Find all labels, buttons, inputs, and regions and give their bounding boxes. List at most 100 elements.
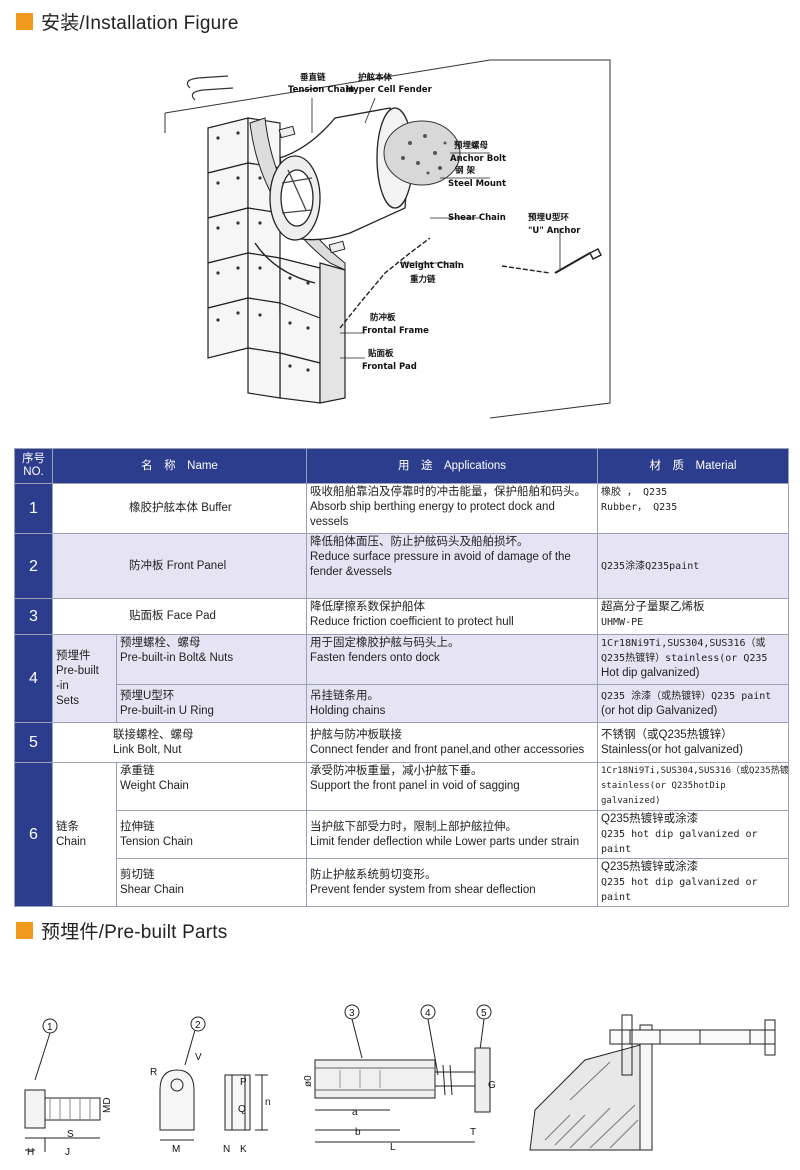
callout-frame-cn: 防冲板 xyxy=(370,312,396,323)
section-header-prebuilt: 预埋件/Pre-built Parts xyxy=(16,917,227,944)
row-app: 用于固定橡胶护舷与码头上。Fasten fenders onto dock xyxy=(306,634,598,685)
svg-text:Hyper Cell Fender: Hyper Cell Fender xyxy=(346,85,433,95)
dim-j: J xyxy=(65,1147,70,1158)
svg-text:Tension Chain: Tension Chain xyxy=(288,85,354,95)
header-app: 用 途 Applications xyxy=(306,448,598,484)
row-no: 1 xyxy=(14,483,53,534)
prebuilt-parts-drawings: 1 H J S MD 2 R V M N Q P n K 3 4 5 ø0 a … xyxy=(24,1004,776,1158)
row-no: 6 xyxy=(14,762,53,907)
row-app: 防止护舷系统剪切变形。Prevent fender system from sh… xyxy=(306,858,598,907)
row-app: 降低船体面压、防止护舷码头及船舶损坏。Reduce surface pressu… xyxy=(306,533,598,599)
steel-mount xyxy=(383,120,461,186)
callout-tension-en: Tension Chain xyxy=(288,85,354,95)
part-num-1: 1 xyxy=(47,1022,53,1033)
dock-wall xyxy=(164,59,611,419)
svg-text:Shear Chain: Shear Chain xyxy=(448,213,506,223)
orange-square-icon xyxy=(16,922,33,939)
dim-r: R xyxy=(150,1067,157,1078)
callout-u-cn: 预埋U型环 xyxy=(528,212,569,223)
callout-mount-en: Steel Mount xyxy=(448,179,506,189)
svg-text:Frontal Frame: Frontal Frame xyxy=(362,326,429,336)
part-num-2: 2 xyxy=(195,1020,201,1031)
plate-small-2 xyxy=(278,125,296,139)
u-anchor-top xyxy=(186,75,234,101)
part-num-3: 3 xyxy=(349,1008,355,1019)
callout-frame-en: Frontal Frame xyxy=(362,326,429,336)
svg-text:护舷本体: 护舷本体 xyxy=(358,72,393,83)
svg-text:"U" Anchor: "U" Anchor xyxy=(528,226,581,236)
callout-weight-cn: 重力链 xyxy=(410,274,436,285)
callout-mount-cn: 钢 架 xyxy=(455,165,475,176)
section-title: 预埋件/Pre-built Parts xyxy=(41,922,228,943)
callout-weight-en: Weight Chain xyxy=(400,261,464,271)
section-header-installation: 安装/Installation Figure xyxy=(16,8,239,35)
row-no: 3 xyxy=(14,598,53,635)
svg-text:预埋U型环: 预埋U型环 xyxy=(528,212,569,223)
callout-anchor-cn: 预埋螺母 xyxy=(454,140,489,151)
svg-text:Frontal Pad: Frontal Pad xyxy=(362,362,417,372)
dim-n: N xyxy=(223,1144,230,1155)
callout-tension-cn: 垂直链 xyxy=(300,72,326,83)
dim-k: K xyxy=(240,1144,247,1155)
row-app: 吊挂链条用。Holding chains xyxy=(306,684,598,723)
callout-body-en: Hyper Cell Fender xyxy=(346,85,433,95)
dim-s: S xyxy=(67,1129,74,1140)
orange-square-icon xyxy=(16,13,33,30)
callout-anchor-en: Anchor Bolt xyxy=(450,154,506,164)
row-name: 贴面板 Face Pad xyxy=(52,598,307,635)
callout-pad-en: Frontal Pad xyxy=(362,362,417,372)
plate-small xyxy=(328,240,346,254)
part-num-5: 5 xyxy=(481,1008,487,1019)
u-ring-drawing xyxy=(159,1016,268,1141)
svg-text:预埋螺母: 预埋螺母 xyxy=(454,140,489,151)
assembly-section-drawing xyxy=(529,1014,776,1151)
bolt-drawing xyxy=(24,1018,101,1152)
dim-h: H xyxy=(27,1147,34,1158)
frontal-frame xyxy=(249,117,346,271)
table-row: 1 橡胶护舷本体 Buffer 吸收船舶靠泊及停靠时的冲击能量，保护船舶和码头。… xyxy=(14,483,789,534)
dim-t: T xyxy=(470,1127,476,1138)
dim-a: a xyxy=(352,1107,358,1118)
dim-g: G xyxy=(488,1080,496,1091)
row-mat: Q235 涂漆（或热镀锌）Q235 paint(or hot dip Galva… xyxy=(597,684,789,723)
row-app: 承受防冲板重量，减小护舷下垂。Support the front panel i… xyxy=(306,762,598,811)
callout-pad-cn: 贴面板 xyxy=(368,348,394,359)
svg-text:贴面板: 贴面板 xyxy=(368,348,394,359)
svg-text:Anchor Bolt: Anchor Bolt xyxy=(450,154,506,164)
svg-text:Steel Mount: Steel Mount xyxy=(448,179,506,189)
dim-b: b xyxy=(355,1127,361,1138)
svg-text:垂直链: 垂直链 xyxy=(300,72,326,83)
callout-u-en: "U" Anchor xyxy=(528,226,581,236)
row-mat: Q235涂漆Q235paint xyxy=(597,533,789,599)
svg-text:Weight Chain: Weight Chain xyxy=(400,261,464,271)
svg-text:钢 架: 钢 架 xyxy=(455,165,475,176)
installation-figure: 垂直链 Tension Chain 护舷本体 Hyper Cell Fender… xyxy=(164,59,611,419)
chains xyxy=(254,237,602,329)
svg-text:防冲板: 防冲板 xyxy=(370,312,396,323)
row-app: 吸收船舶靠泊及停靠时的冲击能量，保护船舶和码头。Absorb ship bert… xyxy=(306,483,598,534)
callout-body-cn: 护舷本体 xyxy=(358,72,393,83)
dim-l: L xyxy=(390,1142,396,1153)
row-name: 橡胶护舷本体 Buffer xyxy=(52,483,307,534)
dim-p: P xyxy=(240,1077,247,1088)
callout-shear-en: Shear Chain xyxy=(448,213,506,223)
row-mat: 不锈钢（或Q235热镀锌）Stainless(or hot galvanized… xyxy=(597,722,789,763)
